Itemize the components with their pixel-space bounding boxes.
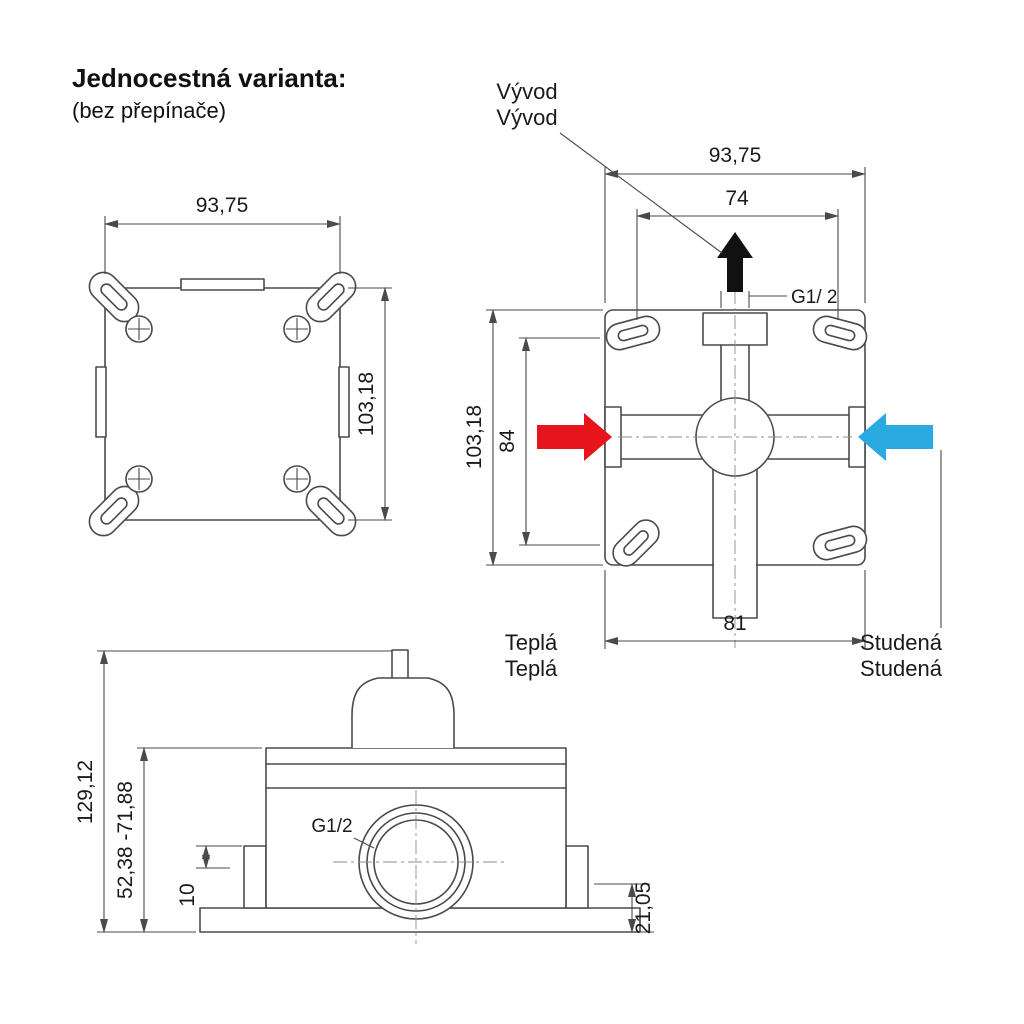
dimension-front-height: 103,18: [348, 286, 392, 522]
dim-total-height-text: 129,12: [74, 760, 97, 824]
mounting-ear: [612, 519, 660, 567]
dim-front-width-text: 93,75: [196, 194, 249, 217]
cold-water-arrow: [858, 413, 933, 461]
dim-thread-text: G1/ 2: [791, 287, 837, 308]
outlet-label: Vývod Vývod: [496, 79, 723, 254]
dim-offset-text: 10: [176, 883, 199, 906]
mounting-ear: [605, 315, 661, 351]
front-top-tab: [180, 278, 265, 291]
dimension-section-width: 93,75: [603, 144, 867, 303]
hot-label-line2: Teplá: [505, 656, 558, 681]
dim-front-height-text: 103,18: [355, 372, 378, 436]
front-right-tab: [338, 366, 350, 438]
mounting-ear: [812, 525, 868, 561]
screw: [283, 315, 311, 343]
hot-label-line1: Teplá: [505, 630, 558, 655]
screw: [125, 315, 153, 343]
dimension-depth-range: 52,38 -71,88: [114, 746, 262, 934]
page-title: Jednocestná varianta:: [72, 63, 347, 93]
outlet-label-line1: Vývod: [496, 79, 557, 104]
cold-label-line2: Studená: [860, 656, 943, 681]
dim-section-inner-height-text: 84: [496, 429, 519, 453]
dimension-total-height: 129,12: [74, 649, 392, 934]
dimension-section-height: 103,18: [463, 308, 603, 567]
dim-section-inner-width-text: 74: [725, 187, 749, 210]
screw: [283, 465, 311, 493]
dim-section-bottom-width-text: 81: [723, 612, 746, 635]
dim-depth-range-text: 52,38 -71,88: [114, 781, 137, 899]
outlet-arrow: [717, 232, 753, 292]
title-block: Jednocestná varianta: (bez přepínače): [72, 63, 347, 124]
screw: [125, 465, 153, 493]
mounting-ear: [305, 271, 357, 323]
dimension-section-bottom-width: 81: [603, 570, 867, 649]
page-subtitle: (bez přepínače): [72, 97, 227, 123]
protection-dome: [351, 677, 455, 748]
outlet-label-line2: Vývod: [496, 105, 557, 130]
side-thread-text: G1/2: [311, 816, 352, 837]
dimension-section-inner-height: 84: [496, 336, 600, 547]
mounting-ear: [812, 315, 868, 351]
mounting-ear: [305, 485, 357, 537]
side-left-tab: [243, 845, 267, 909]
dim-section-width-text: 93,75: [709, 144, 762, 167]
up-pipe: [720, 344, 750, 403]
dimension-thread: G1/ 2: [720, 287, 837, 308]
dim-section-height-text: 103,18: [463, 405, 486, 469]
hot-water-arrow: [537, 413, 612, 461]
front-left-tab: [95, 366, 107, 438]
section-view: G1/ 2 93,75 74 103,18: [463, 79, 943, 681]
dimension-front-width: 93,75: [103, 194, 342, 274]
body-joint-lines: [265, 763, 567, 789]
stub-pipe: [391, 649, 409, 679]
hot-label: Teplá Teplá: [505, 630, 558, 681]
cold-label: Studená Studená: [860, 450, 943, 681]
dimension-base-height: 21,05: [594, 882, 655, 935]
dimension-section-inner-width: 74: [635, 187, 840, 320]
cold-label-line1: Studená: [860, 630, 943, 655]
side-view: G1/2 129,12 52,38 -71,88 10: [74, 649, 655, 944]
front-view: 93,75 103,18: [88, 194, 392, 537]
side-thread-leader: [353, 837, 375, 849]
side-thread-label: G1/2: [311, 816, 375, 849]
dimension-offset: 10: [176, 844, 242, 907]
outlet-leader-line: [559, 132, 723, 254]
side-right-tab: [565, 845, 589, 909]
dim-base-height-text: 21,05: [632, 882, 655, 935]
mounting-ear: [88, 485, 140, 537]
